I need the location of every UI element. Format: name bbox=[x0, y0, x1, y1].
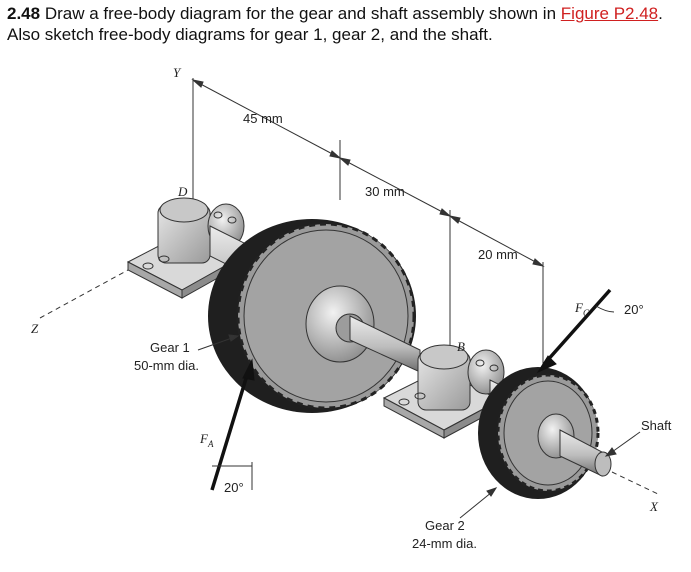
force-fc-angle bbox=[595, 305, 615, 313]
gear-2-leader bbox=[459, 487, 498, 519]
point-d-label: D bbox=[177, 184, 188, 199]
gear-2-name: Gear 2 bbox=[425, 518, 465, 533]
shaft-label: Shaft bbox=[641, 418, 672, 433]
bearing-b bbox=[382, 344, 505, 439]
shaft-end bbox=[559, 429, 612, 477]
dimension-45mm: 45 mm bbox=[243, 111, 283, 126]
x-axis-label: X bbox=[649, 499, 659, 514]
shaft-leader bbox=[604, 431, 641, 457]
gear-1-leader bbox=[197, 334, 240, 351]
problem-statement: 2.48 Draw a free-body diagram for the ge… bbox=[7, 3, 687, 45]
force-fc-arrow bbox=[536, 288, 612, 374]
figure-link[interactable]: Figure P2.48 bbox=[560, 4, 659, 23]
y-axis-label: Y bbox=[173, 65, 182, 80]
bearing-d bbox=[126, 197, 245, 299]
angle-fa-label: 20° bbox=[224, 480, 244, 495]
dimension-lines bbox=[191, 79, 545, 365]
force-fa-angle bbox=[212, 462, 253, 490]
problem-text-line2: Also sketch free-body diagrams for gear … bbox=[7, 25, 493, 44]
problem-text-end: . bbox=[658, 4, 663, 23]
z-axis-line bbox=[39, 257, 151, 319]
gear-2-diameter: 24-mm dia. bbox=[412, 536, 477, 551]
gear-2 bbox=[478, 367, 600, 499]
point-b-label: B bbox=[457, 339, 465, 354]
dimension-30mm: 30 mm bbox=[365, 184, 405, 199]
force-fa-arrow bbox=[210, 358, 255, 491]
gear-1-name: Gear 1 bbox=[150, 340, 190, 355]
x-axis-line bbox=[611, 471, 661, 496]
problem-text: Draw a free-body diagram for the gear an… bbox=[44, 4, 557, 23]
dimension-20mm: 20 mm bbox=[478, 247, 518, 262]
force-fc-label: FC bbox=[574, 300, 590, 318]
force-fa-label: FA bbox=[199, 431, 214, 449]
gear-1-diameter: 50-mm dia. bbox=[134, 358, 199, 373]
problem-number: 2.48 bbox=[7, 4, 41, 23]
z-axis-label: Z bbox=[31, 321, 39, 336]
angle-fc-label: 20° bbox=[624, 302, 644, 317]
gear-1 bbox=[208, 219, 416, 413]
